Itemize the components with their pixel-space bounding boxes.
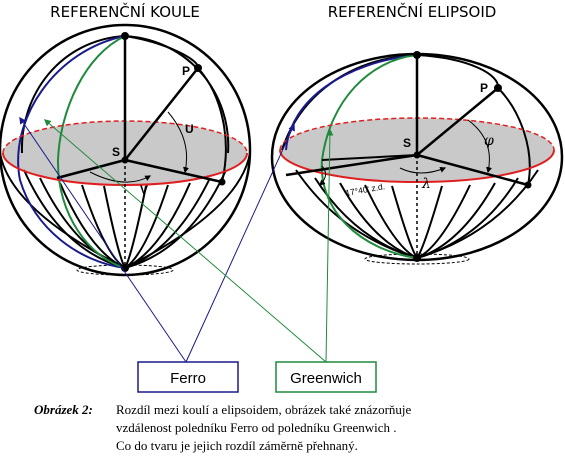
sphere-point-p bbox=[194, 64, 202, 72]
greenwich-leader-sphere bbox=[43, 119, 327, 363]
ferro-label: Ferro bbox=[170, 370, 206, 387]
ellipsoid-north-pole bbox=[413, 51, 421, 59]
ellipsoid-radius-equator-left bbox=[285, 153, 418, 177]
ellipsoid-equator-point bbox=[524, 181, 532, 189]
ellipsoid-south-pole bbox=[413, 254, 421, 262]
legend-ferro: Ferro bbox=[137, 361, 239, 393]
sphere-meridian-p-lower bbox=[197, 67, 227, 183]
sphere-point-label: P bbox=[182, 64, 190, 78]
sphere-greenwich-meridian bbox=[56, 35, 126, 269]
ellipsoid-offset-arc bbox=[319, 165, 326, 186]
ellipsoid-longitude-arc bbox=[399, 166, 447, 174]
sphere-north-pole bbox=[121, 32, 129, 40]
greenwich-box bbox=[275, 361, 377, 393]
legend-leaders bbox=[19, 116, 334, 363]
ferro-box bbox=[137, 361, 239, 393]
ellipsoid-longitude-label: λ bbox=[421, 176, 431, 192]
sphere-center bbox=[121, 156, 129, 164]
ellipsoid-ferro-meridian bbox=[285, 54, 418, 151]
greenwich-leader-ellipsoid bbox=[325, 128, 334, 363]
ellipsoid-radius-equator-right bbox=[416, 153, 529, 187]
caption-label: Obrázek 2: bbox=[34, 402, 93, 417]
sphere-title: REFERENČNÍ KOULE bbox=[50, 2, 200, 21]
ellipsoid-offset-label: 17°40' z.d. bbox=[345, 181, 386, 198]
sphere-meridian-upper-left bbox=[20, 35, 126, 154]
ellipsoid-center bbox=[413, 151, 421, 159]
sphere-latitude-arc bbox=[167, 111, 189, 174]
ellipsoid-meridian-p bbox=[416, 54, 500, 89]
ellipsoid-meridian-p-lower bbox=[497, 87, 531, 186]
ferro-leader-sphere bbox=[19, 116, 187, 363]
ferro-leader-ellipsoid bbox=[185, 123, 295, 363]
ellipsoid-normal-p bbox=[416, 87, 499, 156]
greenwich-label: Greenwich bbox=[290, 370, 362, 387]
ellipsoid-latitude-arc bbox=[467, 119, 492, 174]
sphere-radius-equator-right bbox=[124, 158, 223, 184]
sphere-center-label: S bbox=[112, 145, 120, 159]
sphere-ferro-meridian bbox=[17, 35, 126, 269]
ellipsoid-radius-greenwich bbox=[321, 154, 418, 161]
caption-line-3: Co do tvaru je jejich rozdíl záměrně pře… bbox=[116, 438, 358, 453]
reference-ellipsoid: S P φ λ 17°40' z.d. bbox=[270, 51, 564, 265]
ellipsoid-center-label: S bbox=[403, 136, 411, 150]
ellipsoid-point-p bbox=[494, 84, 502, 92]
caption-line-1: Rozdíl mezi koulí a elipsoidem, obrázek … bbox=[116, 402, 412, 417]
legend-greenwich: Greenwich bbox=[275, 361, 377, 393]
ellipsoid-meridians bbox=[295, 169, 539, 259]
caption-line-2: vzdálenost poledníku Ferro od poledníku … bbox=[116, 420, 397, 435]
reference-sphere: S P U V bbox=[0, 23, 252, 277]
sphere-longitude-arc bbox=[89, 171, 152, 183]
ellipsoid-title: REFERENČNÍ ELIPSOID bbox=[328, 2, 497, 21]
ellipsoid-latitude-label: φ bbox=[484, 133, 494, 149]
sphere-longitude-label: V bbox=[140, 183, 148, 197]
sphere-radius-p bbox=[124, 67, 199, 161]
sphere-radius-equator-left bbox=[56, 158, 126, 180]
ellipsoid-point-label: P bbox=[480, 81, 488, 95]
sphere-equator-point bbox=[218, 178, 226, 186]
sphere-latitude-label: U bbox=[185, 122, 194, 136]
sphere-outline bbox=[0, 23, 252, 277]
ellipsoid-south-circle bbox=[364, 253, 470, 265]
